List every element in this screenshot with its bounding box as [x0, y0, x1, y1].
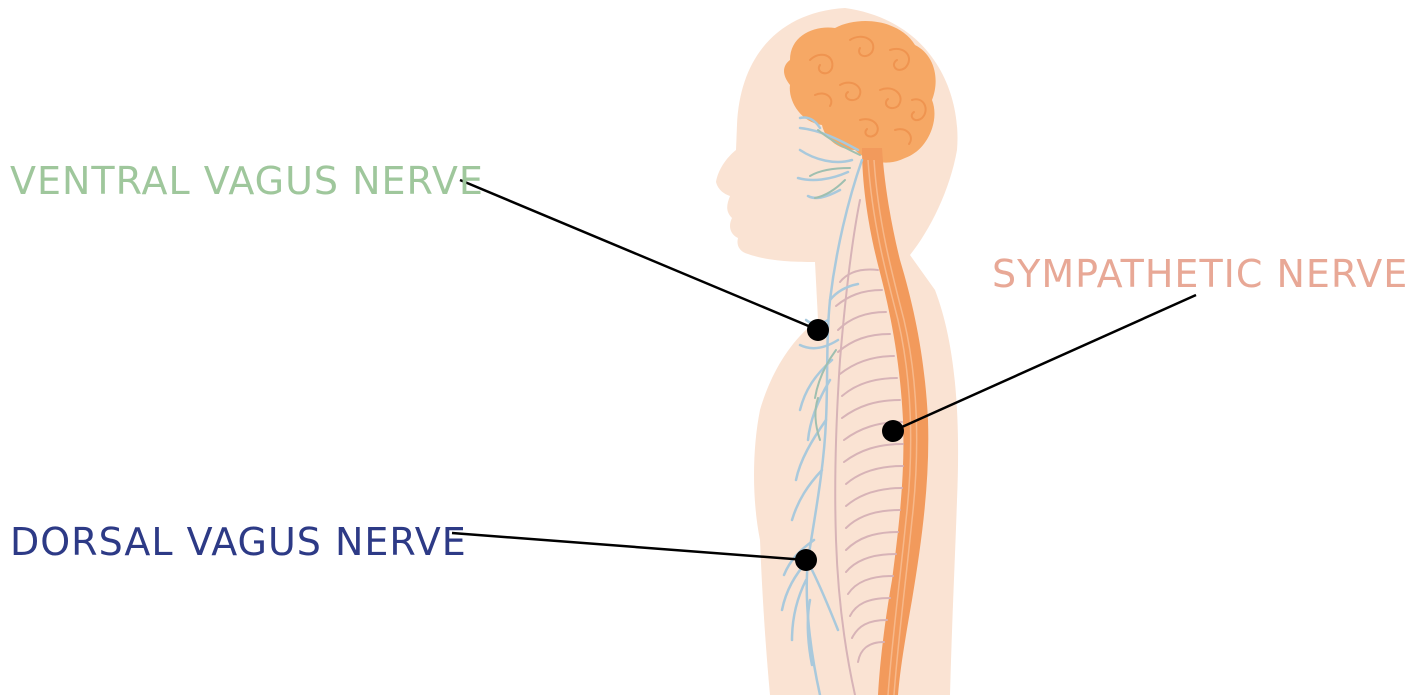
ventral-marker-dot: [807, 319, 829, 341]
dorsal-leader-line: [452, 533, 806, 560]
dorsal-vagus-nerve-label: DORSAL VAGUS NERVE: [10, 523, 467, 561]
ventral-vagus-nerve-label: VENTRAL VAGUS NERVE: [10, 162, 484, 200]
sympathetic-nerve-label: SYMPATHETIC NERVE: [992, 255, 1408, 293]
sympathetic-marker-dot: [882, 420, 904, 442]
dorsal-marker-dot: [795, 549, 817, 571]
